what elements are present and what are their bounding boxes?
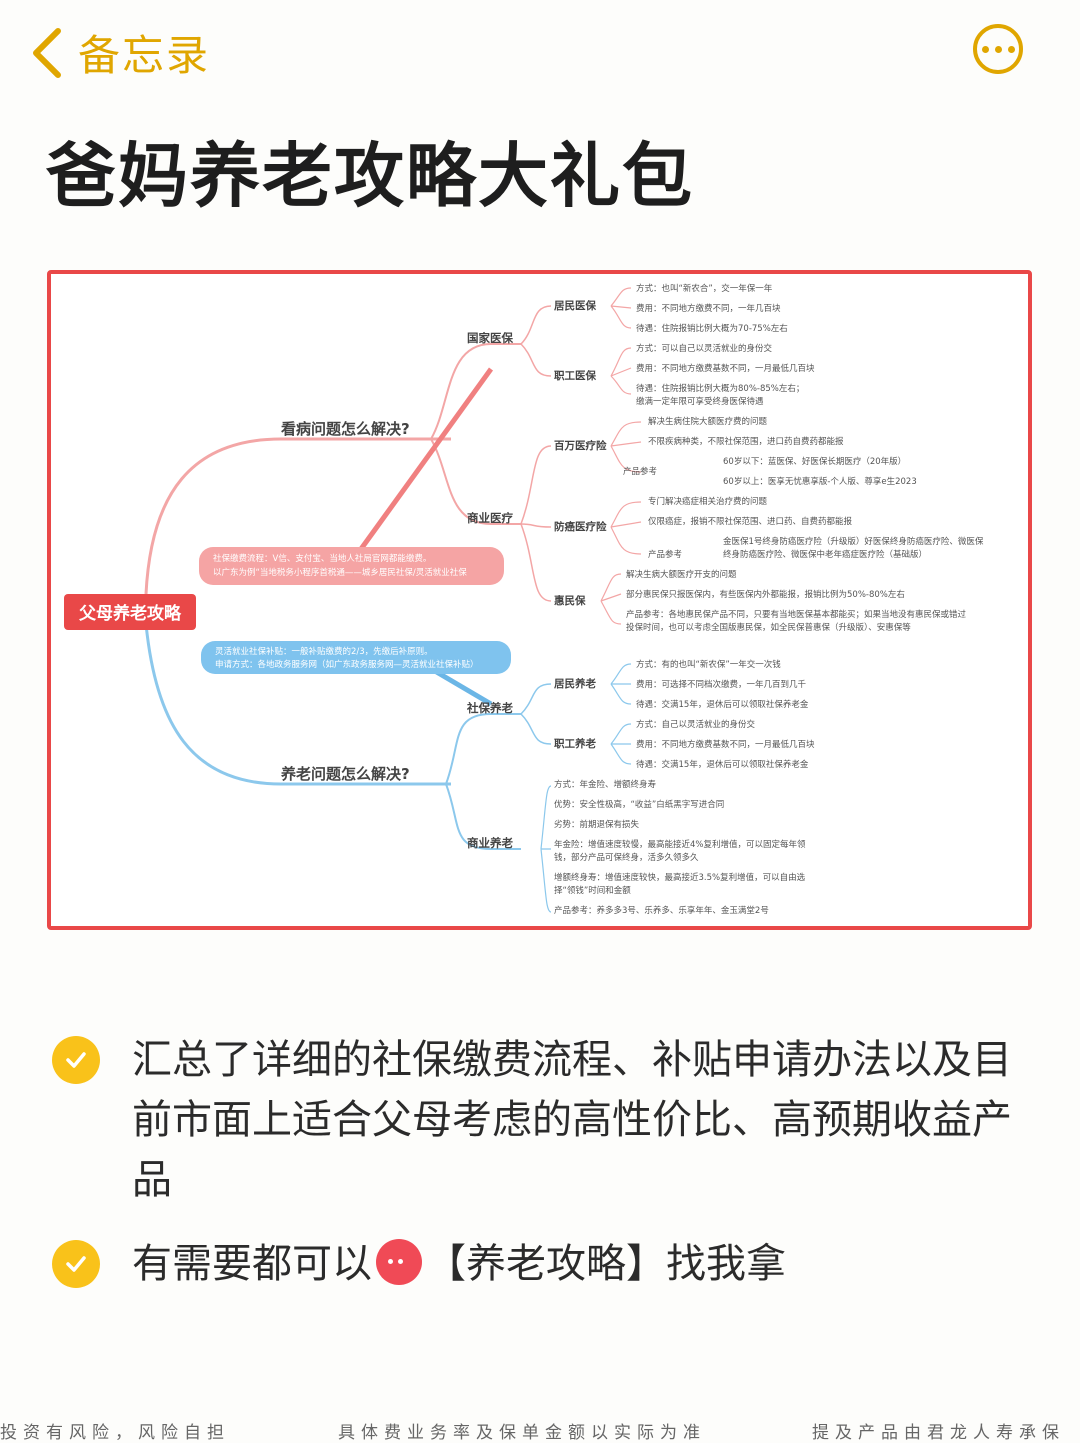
footer-middle: 具体费业务率及保单金额以实际为准 <box>338 1423 706 1443</box>
svg-text:专门解决癌症相关治疗费的问题: 专门解决癌症相关治疗费的问题 <box>648 496 768 507</box>
chevron-left-icon <box>33 27 61 78</box>
svg-text:职工医保: 职工医保 <box>554 369 596 382</box>
page-title: 爸妈养老攻略大礼包 <box>46 135 694 217</box>
bullet-list: 汇总了详细的社保缴费流程、补贴申请办法以及目前市面上适合父母考虑的高性价比、高预… <box>50 1030 1050 1318</box>
note-red <box>199 547 504 585</box>
bullet-item-contact: 有需要都可以【养老攻略】找我拿 <box>50 1234 1050 1294</box>
svg-text:费用：不同地方缴费不同，一年几百块: 费用：不同地方缴费不同，一年几百块 <box>636 303 781 314</box>
note-blue <box>201 641 511 674</box>
svg-text:百万医疗险: 百万医疗险 <box>554 439 607 452</box>
chat-bubble-icon <box>376 1239 422 1285</box>
svg-text:优势：安全性极高，“收益”白纸黑字写进合同: 优势：安全性极高，“收益”白纸黑字写进合同 <box>554 799 724 810</box>
back-button[interactable]: 备忘录 <box>30 22 210 83</box>
bullet-item-summary: 汇总了详细的社保缴费流程、补贴申请办法以及目前市面上适合父母考虑的高性价比、高预… <box>50 1030 1050 1210</box>
svg-text:商业养老: 商业养老 <box>467 836 513 850</box>
svg-text:社保养老: 社保养老 <box>466 701 513 715</box>
svg-text:钱，部分产品可保终身，活多久领多久: 钱，部分产品可保终身，活多久领多久 <box>554 852 699 863</box>
svg-text:费用：可选择不同档次缴费，一年几百到几千: 费用：可选择不同档次缴费，一年几百到几千 <box>636 679 807 690</box>
bullet-text-contact: 有需要都可以【养老攻略】找我拿 <box>132 1239 786 1287</box>
mindmap-diagram: 父母养老攻略 看病问题怎么解决? 养老问题怎么解决? 社保缴费流程：V信、支付宝… <box>64 283 984 916</box>
svg-text:增额终身寿：增值速度较快，最高接近3.5%复利增值，可以自由: 增额终身寿：增值速度较快，最高接近3.5%复利增值，可以自由选 <box>554 872 806 883</box>
svg-text:国家医保: 国家医保 <box>467 331 513 345</box>
svg-text:方式：年金险、增额终身寿: 方式：年金险、增额终身寿 <box>554 779 657 790</box>
svg-text:解决生病住院大额医疗费的问题: 解决生病住院大额医疗费的问题 <box>648 416 768 427</box>
svg-text:商业医疗: 商业医疗 <box>467 511 513 525</box>
svg-text:60岁以上：医享无忧惠享版-个人版、尊享e生2023: 60岁以上：医享无忧惠享版-个人版、尊享e生2023 <box>723 476 917 487</box>
svg-text:居民养老: 居民养老 <box>554 677 596 690</box>
branch-medical: 看病问题怎么解决? <box>281 420 410 438</box>
svg-text:待遇：住院报销比例大概为80%-85%左右；: 待遇：住院报销比例大概为80%-85%左右； <box>636 383 804 394</box>
svg-text:产品参考: 产品参考 <box>648 549 682 560</box>
svg-text:方式：可以自己以灵活就业的身份交: 方式：可以自己以灵活就业的身份交 <box>636 343 773 354</box>
svg-text:待遇：交满15年，退休后可以领取社保养老金: 待遇：交满15年，退休后可以领取社保养老金 <box>636 759 809 770</box>
svg-text:产品参考：各地惠民保产品不同，只要有当地医保基本都能买；如果: 产品参考：各地惠民保产品不同，只要有当地医保基本都能买；如果当地没有惠民保或错过 <box>626 609 967 620</box>
svg-text:申请方式：各地政务服务网（如广东政务服务网—灵活就业社保补贴: 申请方式：各地政务服务网（如广东政务服务网—灵活就业社保补贴） <box>215 659 479 670</box>
svg-text:灵活就业社保补贴：一般补贴缴费的2/3，先缴后补原则。: 灵活就业社保补贴：一般补贴缴费的2/3，先缴后补原则。 <box>215 646 433 657</box>
svg-text:方式：有的也叫“新农保”一年交一次钱: 方式：有的也叫“新农保”一年交一次钱 <box>636 659 781 670</box>
footer-right: 提及产品由君龙人寿承保 <box>812 1423 1065 1443</box>
svg-text:年金险：增值速度较慢，最高能接近4%复利增值，可以固定每年领: 年金险：增值速度较慢，最高能接近4%复利增值，可以固定每年领 <box>554 839 806 850</box>
checkmark-icon <box>52 1036 100 1084</box>
disclaimer-footer: 投资有风险，风险自担 具体费业务率及保单金额以实际为准 提及产品由君龙人寿承保 <box>0 1418 1080 1443</box>
svg-text:产品参考：养多多3号、乐养多、乐享年年、金玉满堂2号: 产品参考：养多多3号、乐养多、乐享年年、金玉满堂2号 <box>554 905 769 916</box>
footer-left: 投资有风险，风险自担 <box>0 1423 230 1443</box>
svg-text:不限疾病种类，不限社保范围，进口药自费药都能报: 不限疾病种类，不限社保范围，进口药自费药都能报 <box>648 436 844 447</box>
root-node <box>64 594 196 630</box>
svg-text:金医保1号终身防癌医疗险（升级版）好医保终身防癌医疗险、微医: 金医保1号终身防癌医疗险（升级版）好医保终身防癌医疗险、微医保 <box>723 536 984 547</box>
svg-text:以广东为例“当地税务小程序首税通——城乡居民社保/灵活就业社: 以广东为例“当地税务小程序首税通——城乡居民社保/灵活就业社保 <box>213 567 467 578</box>
svg-text:劣势：前期退保有损失: 劣势：前期退保有损失 <box>554 819 640 830</box>
svg-text:惠民保: 惠民保 <box>554 594 586 607</box>
branch-pension: 养老问题怎么解决? <box>280 765 410 783</box>
root-label: 父母养老攻略 <box>78 603 182 624</box>
svg-text:待遇：住院报销比例大概为70-75%左右: 待遇：住院报销比例大概为70-75%左右 <box>636 323 788 334</box>
back-label: 备忘录 <box>78 31 211 80</box>
svg-text:解决生病大额医疗开支的问题: 解决生病大额医疗开支的问题 <box>626 569 737 580</box>
svg-text:缴满一定年限可享受终身医保待遇: 缴满一定年限可享受终身医保待遇 <box>636 396 764 407</box>
svg-text:费用：不同地方缴费基数不同，一月最低几百块: 费用：不同地方缴费基数不同，一月最低几百块 <box>636 363 815 374</box>
svg-text:职工养老: 职工养老 <box>554 737 596 750</box>
mindmap-image: 父母养老攻略 看病问题怎么解决? 养老问题怎么解决? 社保缴费流程：V信、支付宝… <box>47 270 1032 930</box>
svg-text:仅限癌症，报销不限社保范围、进口药、自费药都能报: 仅限癌症，报销不限社保范围、进口药、自费药都能报 <box>648 516 853 527</box>
svg-text:社保缴费流程：V信、支付宝、当地人社局官网都能缴费。: 社保缴费流程：V信、支付宝、当地人社局官网都能缴费。 <box>213 553 431 564</box>
bullet-text-summary: 汇总了详细的社保缴费流程、补贴申请办法以及目前市面上适合父母考虑的高性价比、高预… <box>132 1037 1012 1203</box>
more-dots-icon <box>981 45 989 53</box>
svg-text:居民医保: 居民医保 <box>554 299 596 312</box>
svg-text:防癌医疗险: 防癌医疗险 <box>554 520 607 533</box>
svg-text:60岁以下：蓝医保、好医保长期医疗（20年版）: 60岁以下：蓝医保、好医保长期医疗（20年版） <box>723 456 906 467</box>
checkmark-icon <box>52 1240 100 1288</box>
svg-text:待遇：交满15年，退休后可以领取社保养老金: 待遇：交满15年，退休后可以领取社保养老金 <box>636 699 809 710</box>
svg-text:方式：自己以灵活就业的身份交: 方式：自己以灵活就业的身份交 <box>636 719 756 730</box>
svg-text:投保时间，也可以考虑全国版惠民保，如全民保普惠保（升级版）、: 投保时间，也可以考虑全国版惠民保，如全民保普惠保（升级版）、安惠保等 <box>626 622 911 633</box>
svg-text:方式：也叫“新农合”，交一年保一年: 方式：也叫“新农合”，交一年保一年 <box>636 283 773 294</box>
svg-text:产品参考: 产品参考 <box>623 466 657 477</box>
svg-text:费用：不同地方缴费基数不同，一月最低几百块: 费用：不同地方缴费基数不同，一月最低几百块 <box>636 739 815 750</box>
svg-text:终身防癌医疗险、微医保中老年癌症医疗险（基础版）: 终身防癌医疗险、微医保中老年癌症医疗险（基础版） <box>723 549 927 560</box>
more-options-button[interactable] <box>973 24 1023 74</box>
svg-text:择“领钱”时间和金额: 择“领钱”时间和金额 <box>554 885 631 896</box>
svg-text:部分惠民保只报医保内，有些医保内外都能报，报销比例为50%-: 部分惠民保只报医保内，有些医保内外都能报，报销比例为50%-80%左右 <box>626 589 905 600</box>
